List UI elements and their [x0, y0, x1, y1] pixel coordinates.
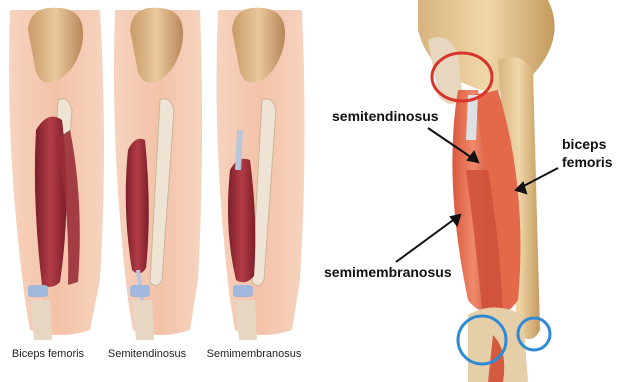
caption-biceps-femoris: Biceps femoris: [4, 348, 92, 360]
leg-3-tendon: [238, 130, 240, 170]
label-semimembranosus: semimembranosus: [324, 264, 452, 280]
leg-2: [114, 8, 202, 340]
leg-2-knee-marker: [130, 285, 150, 297]
left-panel-three-legs: Biceps femoris Semitendinosus Semimembra…: [0, 0, 318, 382]
right-panel-posterior-thigh: semitendinosus biceps femoris semimembra…: [318, 0, 627, 382]
arrow-semimembranosus: [396, 215, 460, 262]
label-biceps: biceps: [562, 136, 606, 152]
leg-1-tibia: [30, 300, 52, 340]
thigh-illustration: [318, 0, 627, 382]
leg-1: [9, 8, 104, 340]
label-semitendinosus: semitendinosus: [332, 108, 439, 124]
leg-1-knee-marker: [28, 285, 48, 297]
caption-semimembranosus: Semimembranosus: [200, 348, 308, 360]
leg-3-tibia: [235, 300, 257, 340]
label-femoris: femoris: [562, 154, 613, 170]
legs-illustration: [0, 0, 318, 382]
leg-2-tibia: [132, 300, 154, 340]
leg-3-knee-marker: [233, 285, 253, 297]
leg-3: [217, 8, 305, 340]
caption-semitendinosus: Semitendinosus: [98, 348, 196, 360]
